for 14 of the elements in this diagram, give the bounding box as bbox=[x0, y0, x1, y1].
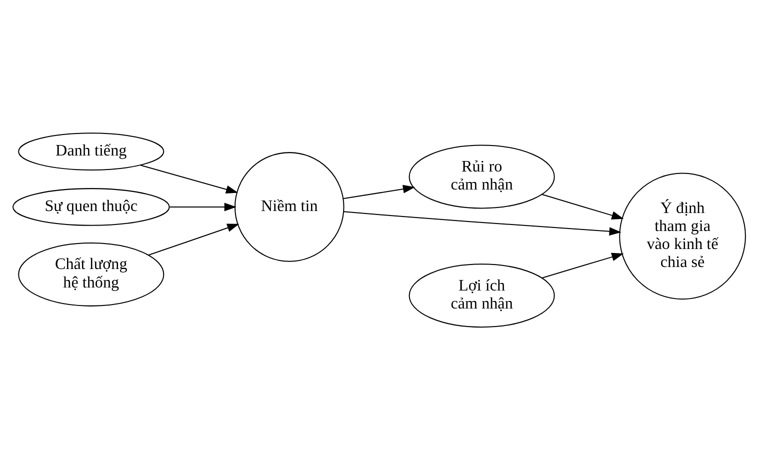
node-circle: Niềm tin bbox=[234, 152, 344, 262]
arrow bbox=[542, 193, 624, 219]
arrow bbox=[344, 210, 622, 236]
arrow bbox=[148, 223, 240, 256]
node-ellipse: Lợi ích cảm nhận bbox=[408, 263, 555, 328]
arrow bbox=[343, 184, 416, 199]
arrow bbox=[140, 164, 238, 194]
node-circle: Ý định tham gia vào kinh tế chia sẻ bbox=[619, 172, 746, 300]
node-ellipse: Danh tiếng bbox=[18, 132, 164, 170]
node-ellipse: Sự quen thuộc bbox=[12, 188, 170, 226]
node-ellipse: Rủi ro cảm nhận bbox=[408, 144, 555, 208]
arrow bbox=[170, 202, 236, 211]
node-ellipse: Chất lượng hệ thống bbox=[18, 242, 164, 306]
arrow bbox=[542, 252, 624, 278]
